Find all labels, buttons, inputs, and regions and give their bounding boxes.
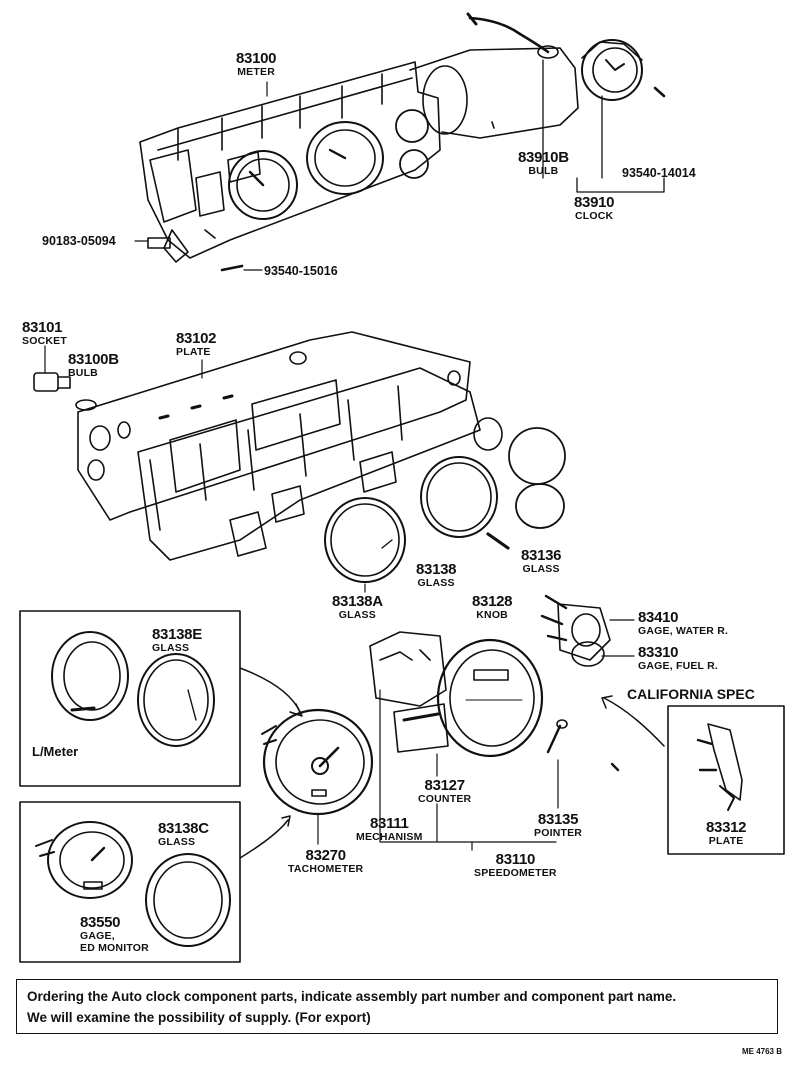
label-83100: 83100 METER: [236, 50, 277, 78]
label-83410: 83410 GAGE, WATER R.: [638, 609, 729, 637]
lmeter-label: L/Meter: [32, 744, 79, 759]
label-93540-14014: 93540-14014: [622, 166, 696, 180]
label-83101: 83101 SOCKET: [22, 319, 67, 347]
california-inset-frame: [667, 705, 785, 855]
label-83100b: 83100B BULB: [68, 351, 119, 379]
label-83310: 83310 GAGE, FUEL R.: [638, 644, 718, 672]
lmeter-inset-frame: [19, 610, 241, 787]
plate-83102-drawing: [77, 331, 471, 521]
notice-line-1: Ordering the Auto clock component parts,…: [27, 989, 677, 1004]
bulb-83910b-drawing: [466, 12, 559, 59]
label-83128: 83128 KNOB: [472, 593, 513, 621]
ordering-notice-box: Ordering the Auto clock component parts,…: [16, 979, 778, 1034]
label-83127: 83127 COUNTER: [418, 777, 472, 805]
label-83102: 83102 PLATE: [176, 330, 217, 358]
label-83138e: 83138E GLASS: [152, 626, 202, 654]
label-83110: 83110 SPEEDOMETER: [474, 851, 557, 879]
label-83910: 83910 CLOCK: [574, 194, 615, 222]
document-reference: ME 4763 B: [741, 1047, 782, 1056]
label-83136: 83136 GLASS: [521, 547, 562, 575]
gage-water-fuel-drawing: [540, 594, 611, 667]
speedometer-drawing: [436, 638, 544, 758]
california-spec-label: CALIFORNIA SPEC: [627, 686, 755, 702]
meter-assembly-drawing: [139, 47, 579, 263]
socket-83101-drawing: [33, 372, 97, 411]
tachometer-drawing: [261, 708, 374, 816]
label-90183-05094: 90183-05094: [42, 234, 116, 248]
mechanism-drawing: [369, 631, 449, 753]
ed-monitor-gage-drawing: [35, 821, 133, 899]
housing-drawing: [137, 367, 481, 561]
label-93540-15016: 93540-15016: [264, 264, 338, 278]
label-83138c: 83138C GLASS: [158, 820, 209, 848]
label-83135: 83135 POINTER: [534, 811, 583, 839]
glass-83138-drawing: [420, 456, 498, 538]
label-83910b: 83910B BULB: [518, 149, 569, 177]
glass-83138a-drawing: [324, 497, 406, 583]
glass-83136-drawing: [473, 417, 566, 529]
lmeter-ring-drawing: [51, 631, 129, 721]
glass-83138c-drawing: [145, 853, 231, 947]
label-83138: 83138 GLASS: [416, 561, 457, 589]
label-83312: 83312 PLATE: [706, 819, 747, 847]
monitor-inset-frame: [19, 801, 241, 963]
label-83270: 83270 TACHOMETER: [288, 847, 364, 875]
label-83111: 83111 MECHANISM: [356, 815, 423, 843]
pointer-83135-drawing: [546, 719, 620, 772]
label-83550: 83550 GAGE, ED MONITOR: [80, 914, 149, 954]
glass-83138e-drawing: [137, 653, 215, 747]
clock-drawing: [581, 39, 643, 101]
label-83138a: 83138A GLASS: [332, 593, 383, 621]
plate-83312-drawing: [696, 723, 743, 811]
notice-line-2: We will examine the possibility of suppl…: [27, 1010, 371, 1025]
